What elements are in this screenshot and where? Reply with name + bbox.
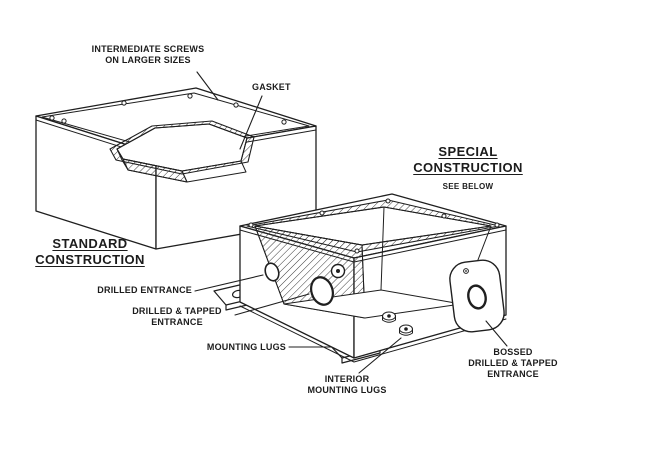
interior-lug-side bbox=[382, 315, 396, 323]
bossed-line3: ENTRANCE bbox=[487, 369, 539, 379]
leader-interior-mounting-lugs bbox=[358, 337, 402, 374]
special-box-base-lip bbox=[239, 305, 507, 363]
drilled-tapped-line2: ENTRANCE bbox=[151, 317, 203, 327]
standard-construction-line2: CONSTRUCTION bbox=[35, 252, 145, 267]
leader-drilled-entrance bbox=[194, 274, 264, 292]
screw-icon bbox=[121, 100, 127, 106]
standard-box-screws bbox=[49, 93, 287, 125]
boss-screw-center bbox=[465, 270, 467, 272]
screw-icon bbox=[354, 248, 360, 254]
drilled-entrance-text: DRILLED ENTRANCE bbox=[97, 285, 192, 295]
interior-lug-hole bbox=[387, 314, 391, 318]
standard-construction-line1: STANDARD bbox=[52, 236, 128, 251]
leader-intermediate-screws bbox=[196, 71, 219, 101]
special-construction-line2: CONSTRUCTION bbox=[413, 160, 523, 175]
drilled-entrance-hole bbox=[264, 262, 280, 282]
screw-icon bbox=[248, 222, 254, 228]
screw-icon bbox=[233, 102, 239, 108]
screw-icon bbox=[61, 118, 67, 124]
standard-box-opening-depth-lines bbox=[116, 148, 247, 183]
screw-icon bbox=[319, 210, 325, 216]
gasket-text: GASKET bbox=[252, 82, 291, 92]
drilled-tapped-line1: DRILLED & TAPPED bbox=[132, 306, 222, 316]
special-construction-label: SPECIAL CONSTRUCTION SEE BELOW bbox=[408, 144, 528, 195]
gasket-label: GASKET bbox=[252, 82, 322, 93]
leader-lines bbox=[194, 71, 508, 374]
leader-gasket bbox=[239, 95, 263, 150]
inner-wall-tapped-hole-center bbox=[336, 269, 340, 273]
special-box-drawing bbox=[213, 193, 507, 364]
bossed-entrance-label: BOSSED DRILLED & TAPPED ENTRANCE bbox=[458, 347, 568, 380]
leader-drilled-tapped-entrance bbox=[234, 293, 310, 316]
mounting-lugs-text: MOUNTING LUGS bbox=[206, 342, 286, 352]
drilled-tapped-entrance-hole bbox=[310, 276, 334, 306]
bossed-line2: DRILLED & TAPPED bbox=[468, 358, 558, 368]
standard-box-drawing bbox=[35, 87, 317, 250]
boss-hole bbox=[467, 284, 487, 310]
bossed-entrance-drawing bbox=[449, 259, 505, 333]
standard-box-inner-rim bbox=[41, 92, 310, 151]
interior-lugs-line1: INTERIOR bbox=[324, 374, 370, 384]
screw-icon bbox=[49, 115, 55, 121]
screw-icon bbox=[494, 222, 500, 228]
standard-construction-label: STANDARD CONSTRUCTION bbox=[30, 236, 150, 268]
mounting-lugs-label: MOUNTING LUGS bbox=[192, 342, 286, 353]
drilled-tapped-entrance-label: DRILLED & TAPPED ENTRANCE bbox=[118, 306, 236, 328]
special-box-screws bbox=[248, 198, 500, 254]
bossed-line1: BOSSED bbox=[493, 347, 533, 357]
interior-mounting-lugs-drawing bbox=[382, 311, 413, 336]
screw-icon bbox=[441, 213, 447, 219]
special-construction-line1: SPECIAL bbox=[438, 144, 498, 159]
interior-mounting-lugs-label: INTERIOR MOUNTING LUGS bbox=[298, 374, 396, 396]
intermediate-screws-line2: ON LARGER SIZES bbox=[105, 55, 191, 65]
interior-lug-side bbox=[399, 328, 413, 336]
screw-icon bbox=[385, 198, 391, 204]
intermediate-screws-label: INTERMEDIATE SCREWS ON LARGER SIZES bbox=[58, 44, 238, 66]
interior-lugs-line2: MOUNTING LUGS bbox=[307, 385, 387, 395]
screw-icon bbox=[187, 93, 193, 99]
drilled-entrance-label: DRILLED ENTRANCE bbox=[76, 285, 192, 296]
interior-lug-hole bbox=[404, 327, 408, 331]
leader-bossed-entrance bbox=[485, 320, 508, 347]
screw-icon bbox=[281, 119, 287, 125]
intermediate-screws-line1: INTERMEDIATE SCREWS bbox=[91, 44, 205, 54]
see-below-note: SEE BELOW bbox=[442, 182, 494, 191]
